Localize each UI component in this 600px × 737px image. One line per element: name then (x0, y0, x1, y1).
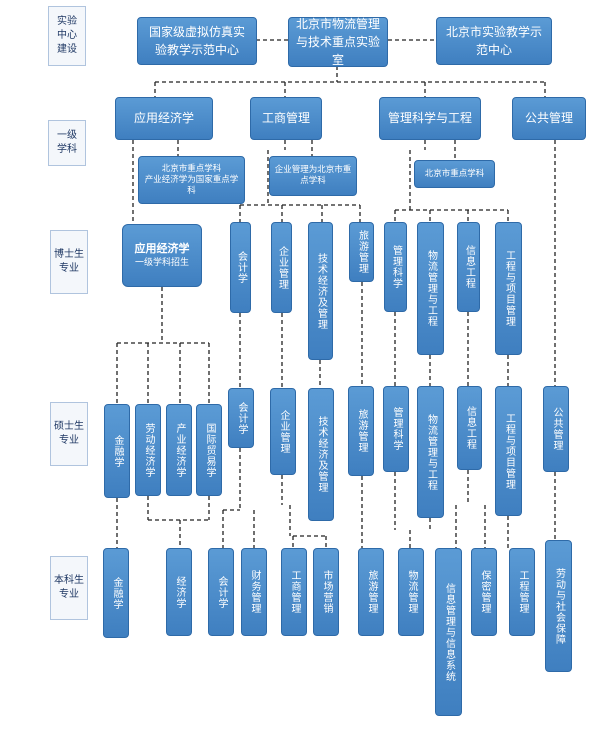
phd-major: 旅游管理 (349, 222, 374, 282)
phd-major: 管理科学 (384, 222, 407, 312)
bachelor-major: 会计学 (208, 548, 234, 636)
row-label-phd: 博士生 专业 (50, 230, 88, 294)
bachelor-major: 工程管理 (509, 548, 535, 636)
master-major: 工程与项目管理 (495, 386, 522, 516)
master-major: 会计学 (228, 388, 254, 448)
center-logistics-lab: 北京市物流管理与技术重点实验室 (288, 17, 388, 67)
phd-main-subtitle: 一级学科招生 (134, 258, 189, 269)
phd-applied-economics: 应用经济学 一级学科招生 (122, 224, 202, 287)
master-major: 旅游管理 (348, 386, 374, 476)
discipline-applied-economics: 应用经济学 (115, 97, 213, 140)
master-major: 金融学 (104, 404, 130, 498)
bachelor-major: 经济学 (166, 548, 192, 636)
row-label-bachelor: 本科生 专业 (50, 556, 88, 620)
phd-main-title: 应用经济学 (134, 241, 190, 255)
row-label-center: 实验 中心 建设 (48, 6, 86, 66)
bachelor-major: 物流管理 (398, 548, 424, 636)
discipline-business-admin: 工商管理 (250, 97, 322, 140)
master-major: 产业经济学 (166, 404, 192, 496)
master-major: 国际贸易学 (196, 404, 222, 496)
master-major: 公共管理 (543, 386, 569, 472)
bachelor-major: 金融学 (103, 548, 129, 638)
bachelor-major: 保密管理 (471, 548, 497, 636)
phd-major: 信息工程 (457, 222, 480, 312)
note-key-discipline-business: 企业管理为北京市重点学科 (269, 156, 357, 196)
bachelor-major: 信息管理与信息系统 (435, 548, 462, 716)
master-major: 管理科学 (383, 386, 409, 472)
bachelor-major: 财务管理 (241, 548, 267, 636)
master-major: 企业管理 (270, 388, 296, 475)
phd-major: 企业管理 (271, 222, 292, 313)
master-major: 技术经济及管理 (308, 388, 334, 521)
master-major: 劳动经济学 (135, 404, 161, 496)
bachelor-major: 市场营销 (313, 548, 339, 636)
phd-major: 会计学 (230, 222, 251, 313)
phd-major: 物流管理与工程 (417, 222, 444, 355)
row-label-master: 硕士生 专业 (50, 402, 88, 466)
master-major: 物流管理与工程 (417, 386, 444, 518)
phd-major: 技术经济及管理 (308, 222, 333, 360)
bachelor-major: 工商管理 (281, 548, 307, 636)
note-key-discipline-econ: 北京市重点学科 产业经济学为国家重点学科 (138, 156, 245, 204)
row-label-level1: 一级 学科 (48, 120, 86, 166)
note-key-discipline-mgmt: 北京市重点学科 (414, 160, 495, 188)
discipline-public-admin: 公共管理 (512, 97, 586, 140)
discipline-management-science: 管理科学与工程 (379, 97, 481, 140)
master-major: 信息工程 (457, 386, 482, 470)
bachelor-major: 旅游管理 (358, 548, 384, 636)
phd-major: 工程与项目管理 (495, 222, 522, 355)
center-beijing-demo: 北京市实验教学示范中心 (436, 17, 552, 65)
center-virtual-simulation: 国家级虚拟仿真实验教学示范中心 (137, 17, 257, 65)
bachelor-major: 劳动与社会保障 (545, 540, 572, 672)
